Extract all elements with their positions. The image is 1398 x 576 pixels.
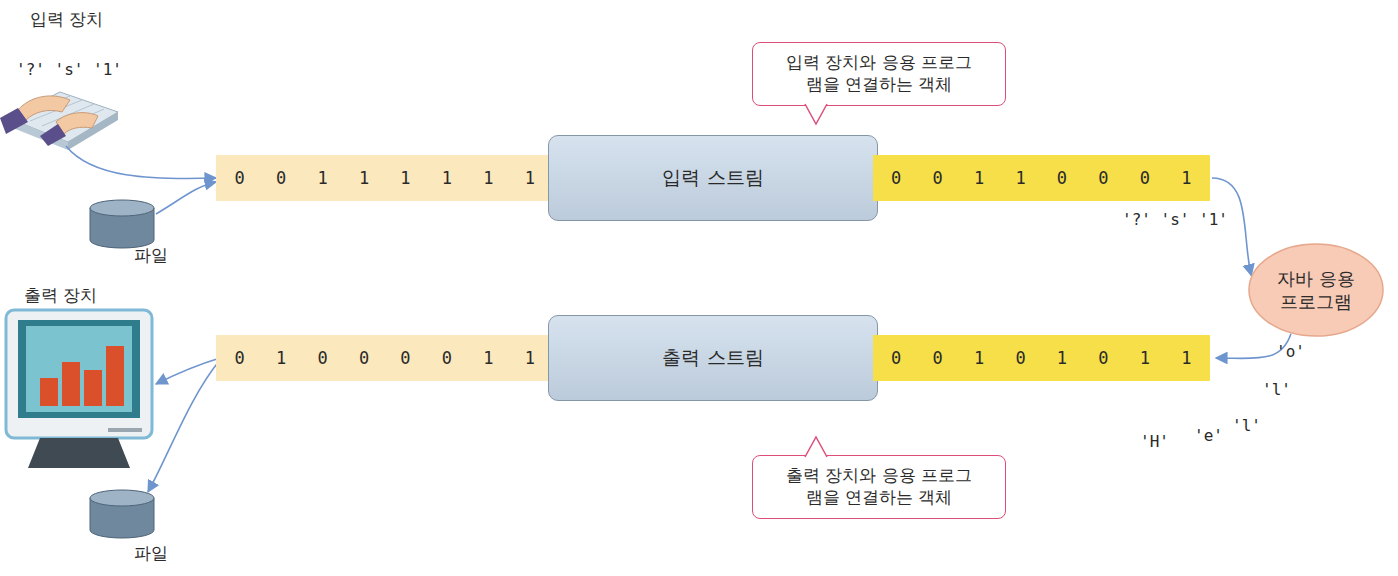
text-wrap: 입력 장치와 응용 프로그램을 연결하는 객체 — [779, 52, 979, 97]
node-text: 자바 응용 프로그램 — [1266, 267, 1366, 314]
device-arrow — [66, 146, 220, 492]
text-wrap: 0 1 0 0 0 0 1 1 — [224, 348, 545, 368]
bit-text: 0 0 1 1 0 0 0 1 — [881, 168, 1202, 188]
text-wrap: 출력 장치와 응용 프로그램을 연결하는 객체 — [779, 465, 979, 510]
stream-box: 입력 스트림 — [548, 135, 878, 221]
file-icon — [90, 490, 154, 538]
text-wrap: 0 0 1 1 1 1 1 1 — [224, 168, 545, 188]
callout-box: 입력 장치와 응용 프로그램을 연결하는 객체 — [752, 42, 1006, 106]
bit-band: 0 0 1 0 1 0 1 1 — [873, 335, 1210, 381]
stream-box: 출력 스트림 — [548, 315, 878, 401]
node-text: 입력 장치와 응용 프로그램을 연결하는 객체 — [779, 52, 979, 97]
device-label: 파일 — [134, 244, 168, 267]
device-label: 출력 장치 — [24, 284, 97, 307]
text-wrap: 0 0 1 0 1 0 1 1 — [881, 348, 1202, 368]
char-label: 'o' — [1276, 342, 1305, 361]
text-wrap: 0 0 1 1 0 0 0 1 — [881, 168, 1202, 188]
bit-band: 0 1 0 0 0 0 1 1 — [216, 335, 553, 381]
device-label: 파일 — [134, 542, 168, 565]
text-wrap: 출력 스트림 — [662, 345, 763, 371]
bit-text: 0 0 1 1 1 1 1 1 — [224, 168, 545, 188]
char-label: '?' 's' '1' — [16, 60, 122, 79]
bit-text: 0 1 0 0 0 0 1 1 — [224, 348, 545, 368]
char-label: '?' 's' '1' — [1122, 210, 1228, 229]
keyboard-icon — [0, 92, 118, 150]
device-label: 입력 장치 — [30, 8, 103, 31]
node-text: 출력 장치와 응용 프로그램을 연결하는 객체 — [779, 465, 979, 510]
bit-text: 0 0 1 0 1 0 1 1 — [881, 348, 1202, 368]
char-label: 'H' — [1140, 432, 1169, 451]
node-text: 출력 스트림 — [662, 345, 763, 371]
callout-tail — [803, 104, 829, 128]
callout-box: 출력 장치와 응용 프로그램을 연결하는 객체 — [752, 455, 1006, 519]
node-text: 입력 스트림 — [662, 165, 763, 191]
callout-tail — [803, 433, 829, 457]
file-icon — [90, 200, 154, 248]
bit-band: 0 0 1 1 0 0 0 1 — [873, 155, 1210, 201]
application-ellipse: 자바 응용 프로그램 — [1248, 243, 1384, 337]
ellipse-outline — [1248, 243, 1384, 337]
monitor-icon — [6, 310, 152, 468]
char-label: 'l' — [1232, 416, 1261, 435]
char-label: 'l' — [1262, 380, 1291, 399]
text-wrap: 입력 스트림 — [662, 165, 763, 191]
text-wrap: 자바 응용 프로그램 — [1266, 267, 1366, 314]
bit-band: 0 0 1 1 1 1 1 1 — [216, 155, 553, 201]
char-label: 'e' — [1194, 426, 1223, 445]
